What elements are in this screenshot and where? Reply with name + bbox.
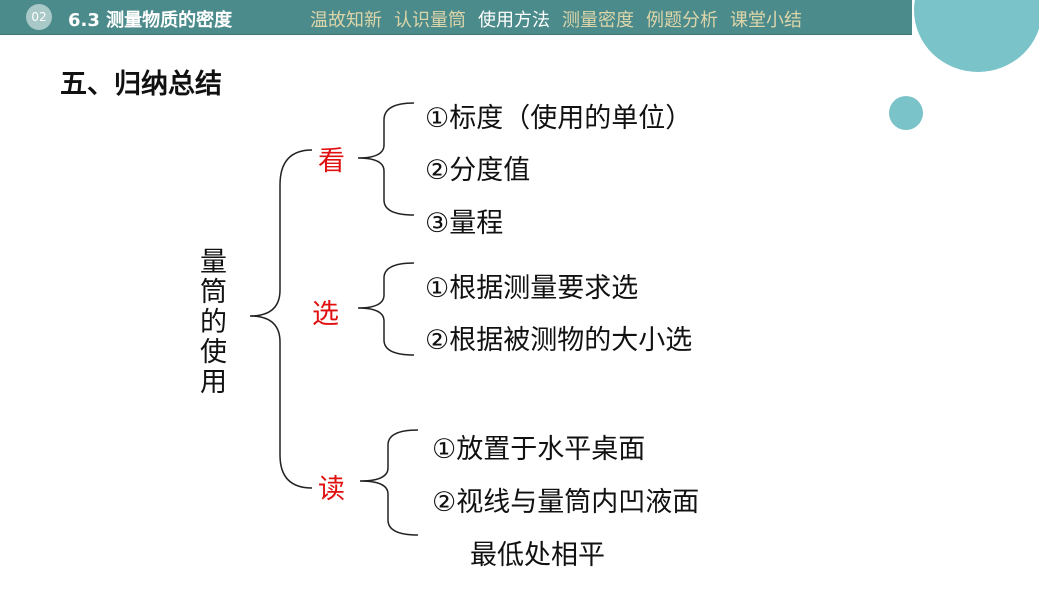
list-item: ③量程 <box>425 208 504 239</box>
header-bar: 02 6.3 测量物质的密度 温故知新 认识量筒 使用方法 测量密度 例题分析 … <box>0 0 912 35</box>
nav-item[interactable]: 例题分析 <box>646 10 718 31</box>
chapter-badge: 02 <box>26 4 52 30</box>
list-item: 最低处相平 <box>470 540 605 571</box>
section-title: 6.3 测量物质的密度 <box>68 10 233 31</box>
list-item: ②根据被测物的大小选 <box>425 325 693 356</box>
nav-item[interactable]: 测量密度 <box>562 10 634 31</box>
list-item: ②视线与量筒内凹液面 <box>432 487 700 518</box>
list-item: ②分度值 <box>425 155 531 186</box>
branch-label: 看 <box>318 146 345 177</box>
root-label: 量筒的使用 <box>200 247 227 398</box>
list-item: ①放置于水平桌面 <box>432 434 646 465</box>
nav-item-active[interactable]: 使用方法 <box>478 10 550 31</box>
decor-circle-small <box>889 96 923 130</box>
nav-item[interactable]: 认识量筒 <box>394 10 466 31</box>
list-item: ①标度（使用的单位） <box>425 103 693 134</box>
page-title: 五、归纳总结 <box>60 69 222 100</box>
nav-menu: 温故知新 认识量筒 使用方法 测量密度 例题分析 课堂小结 <box>310 6 802 32</box>
branch-label: 读 <box>318 474 345 505</box>
list-item: ①根据测量要求选 <box>425 273 639 304</box>
nav-item[interactable]: 课堂小结 <box>730 10 802 31</box>
branch-label: 选 <box>312 299 339 330</box>
nav-item[interactable]: 温故知新 <box>310 10 382 31</box>
